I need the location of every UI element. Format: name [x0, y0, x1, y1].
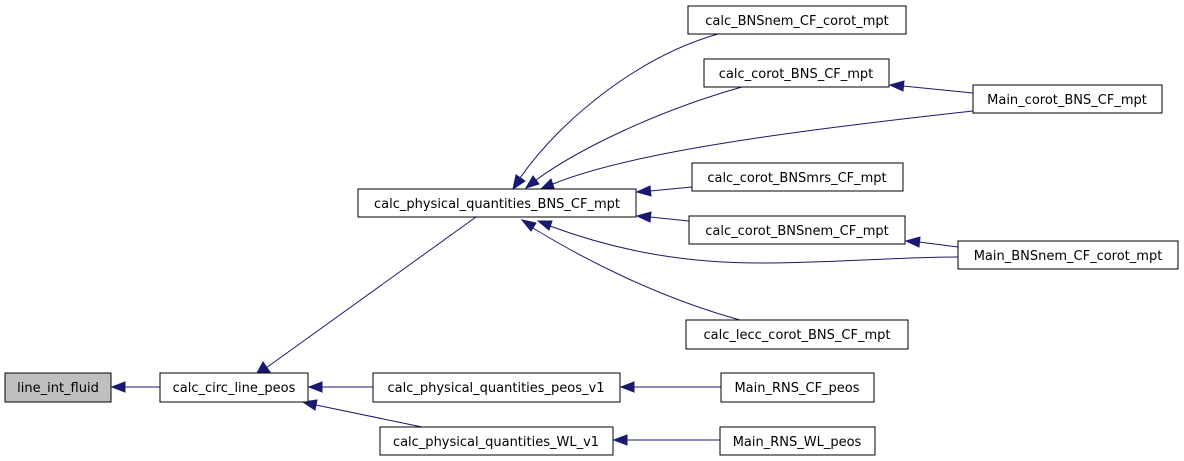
node-calc-circ-line-peos[interactable]: calc_circ_line_peos	[159, 372, 309, 403]
node-label: calc_BNSnem_CF_corot_mpt	[705, 14, 888, 29]
node-label: calc_corot_BNSmrs_CF_mpt	[707, 171, 886, 186]
edge-lecc-corot-to-bns-cf-mpt	[520, 219, 741, 321]
node-label: calc_physical_quantities_WL_v1	[393, 435, 599, 450]
node-label: line_int_fluid	[17, 381, 99, 396]
node-calc-physical-quantities-wl-v1[interactable]: calc_physical_quantities_WL_v1	[379, 426, 614, 456]
node-line-int-fluid[interactable]: line_int_fluid	[4, 372, 112, 403]
edge-main-bnsnem-to-bns-cf-mpt	[536, 220, 959, 264]
node-label: calc_corot_BNS_CF_mpt	[719, 67, 874, 82]
node-main-bnsnem-cf-corot-mpt[interactable]: Main_BNSnem_CF_corot_mpt	[957, 240, 1179, 270]
node-calc-corot-bns-cf-mpt[interactable]: calc_corot_BNS_CF_mpt	[703, 58, 890, 88]
node-label: Main_RNS_CF_peos	[734, 381, 859, 396]
edge-bns-cf-mpt-to-calc-circ-line-peos	[255, 216, 477, 376]
edge-bnsnem-cf-corot-to-bns-cf-mpt	[512, 33, 719, 191]
node-calc-corot-bnsnem-cf-mpt[interactable]: calc_corot_BNSnem_CF_mpt	[688, 215, 906, 245]
node-main-corot-bns-cf-mpt[interactable]: Main_corot_BNS_CF_mpt	[972, 84, 1163, 114]
edge-main-rns-wl-to-wl-v1	[612, 434, 720, 446]
node-calc-physical-quantities-peos-v1[interactable]: calc_physical_quantities_peos_v1	[372, 372, 621, 403]
edge-corot-bns-cf-to-bns-cf-mpt	[524, 86, 743, 189]
edge-corot-bnsnem-to-bns-cf-mpt	[635, 211, 690, 223]
edge-wl-v1-to-calc-circ-line-peos	[301, 399, 423, 428]
edge-main-bnsnem-to-corot-bnsnem	[904, 236, 959, 248]
edge-main-corot-to-corot-bns-cf	[888, 80, 974, 94]
nodes: line_int_fluid calc_circ_line_peos calc_…	[4, 5, 1179, 456]
node-label: calc_physical_quantities_BNS_CF_mpt	[374, 197, 620, 212]
edge-main-rns-cf-to-peos-v1	[619, 381, 721, 393]
node-main-rns-wl-peos[interactable]: Main_RNS_WL_peos	[719, 426, 876, 456]
edge-bnsmrs-to-bns-cf-mpt	[635, 185, 693, 197]
node-label: Main_BNSnem_CF_corot_mpt	[974, 249, 1163, 264]
node-calc-lecc-corot-bns-cf-mpt[interactable]: calc_lecc_corot_BNS_CF_mpt	[685, 319, 909, 350]
node-calc-corot-bnsmrs-cf-mpt[interactable]: calc_corot_BNSmrs_CF_mpt	[691, 162, 904, 192]
node-main-rns-cf-peos[interactable]: Main_RNS_CF_peos	[720, 372, 875, 403]
edge-calc-circ-line-peos-to-line-int-fluid	[110, 381, 160, 393]
edge-peos-v1-to-calc-circ-line-peos	[307, 381, 373, 393]
node-calc-physical-quantities-bns-cf-mpt[interactable]: calc_physical_quantities_BNS_CF_mpt	[357, 188, 637, 218]
node-label: calc_physical_quantities_peos_v1	[388, 381, 605, 396]
node-calc-bnsnem-cf-corot-mpt[interactable]: calc_BNSnem_CF_corot_mpt	[687, 5, 907, 35]
node-label: Main_RNS_WL_peos	[733, 435, 862, 450]
node-label: calc_circ_line_peos	[173, 381, 296, 396]
node-label: Main_corot_BNS_CF_mpt	[987, 93, 1147, 108]
edges	[110, 33, 974, 446]
node-label: calc_corot_BNSnem_CF_mpt	[705, 224, 888, 239]
node-label: calc_lecc_corot_BNS_CF_mpt	[704, 328, 891, 343]
